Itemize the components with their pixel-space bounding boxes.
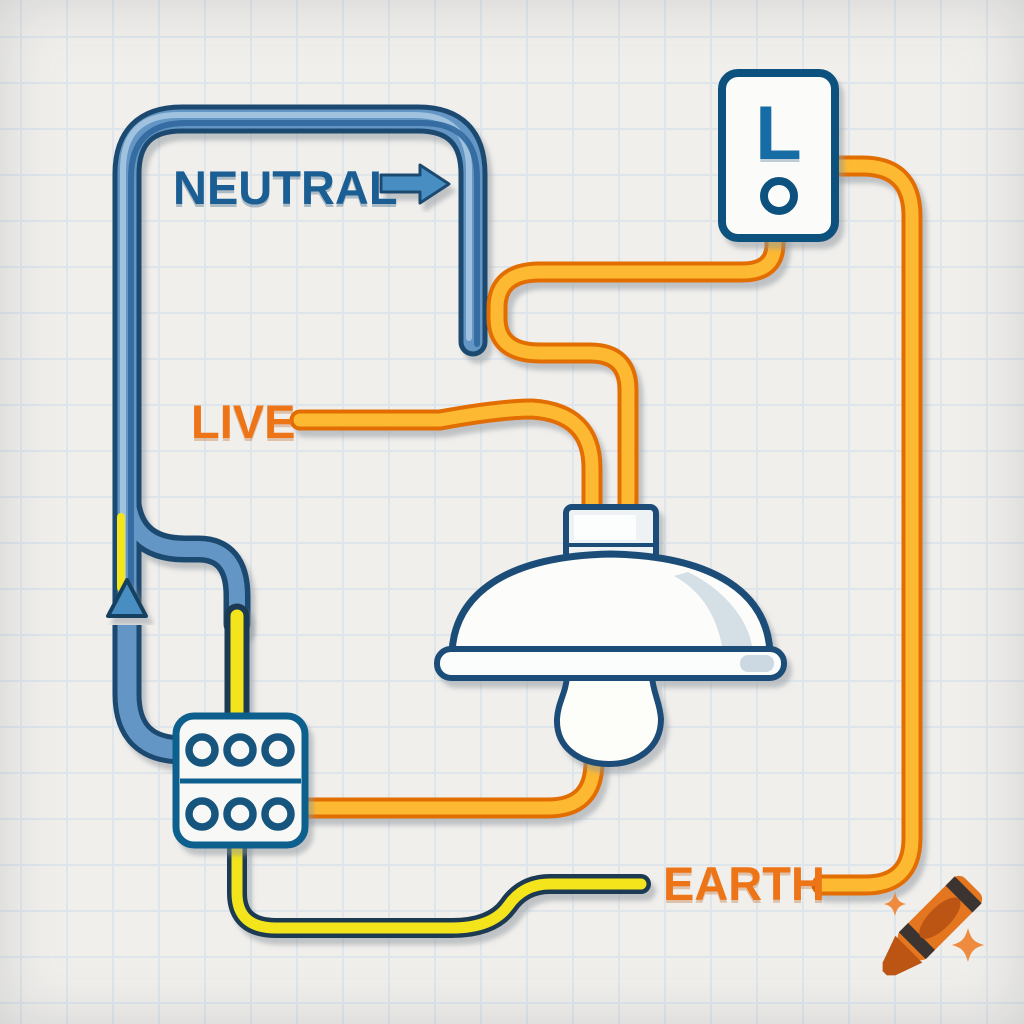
wire-gap — [106, 614, 150, 625]
switch-terminal-label: L — [755, 91, 802, 176]
neutral-arrow-icon — [379, 163, 451, 205]
crayon-watermark-icon — [882, 875, 984, 976]
switch-button-icon — [760, 177, 798, 215]
neutral-wire — [112, 104, 488, 765]
ceiling-lamp — [434, 504, 787, 768]
terminal-icons — [185, 733, 295, 831]
flow-arrow-up-icon — [106, 578, 148, 618]
live-label: LIVE — [191, 395, 296, 448]
junction-box — [172, 712, 309, 849]
neutral-label: NEUTRAL — [173, 161, 398, 214]
switched-live-wire — [486, 155, 923, 896]
light-switch — [718, 69, 839, 242]
earth-wire — [224, 603, 651, 938]
sparkle-icon — [884, 892, 984, 962]
lamp-cap — [563, 504, 659, 562]
light-bulb — [553, 673, 665, 768]
earth-label: EARTH — [663, 857, 825, 910]
lamp-shade — [434, 550, 787, 681]
